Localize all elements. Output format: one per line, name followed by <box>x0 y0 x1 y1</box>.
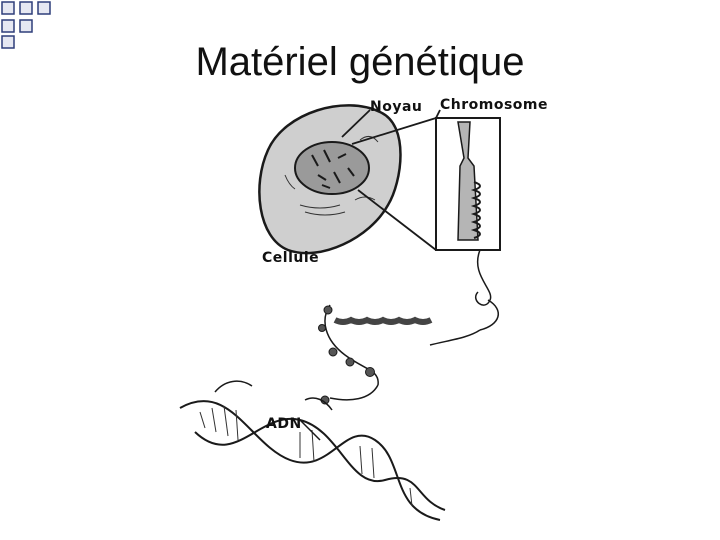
dna-helix <box>179 380 446 521</box>
label-dna: ADN <box>266 416 302 432</box>
nucleus <box>294 141 370 195</box>
label-chromosome: Chromosome <box>440 97 549 113</box>
deco-square <box>37 1 51 15</box>
deco-square <box>1 1 15 15</box>
solenoid <box>333 316 433 325</box>
zoom-lines <box>341 109 441 251</box>
deco-square <box>19 1 33 15</box>
deco-square <box>1 19 15 33</box>
adn-pointer <box>299 419 321 441</box>
chromosome-panel <box>435 117 501 251</box>
deco-square <box>1 35 15 49</box>
cytoplasm-organelles <box>284 136 379 216</box>
nucleosomes <box>318 305 375 405</box>
dna-base-pairs <box>199 405 413 507</box>
nucleus-chromatin <box>311 149 355 189</box>
corner-decoration <box>1 1 51 49</box>
chromatin-coil <box>470 181 481 239</box>
chromatin-fiber <box>324 249 499 401</box>
deco-square <box>19 19 33 33</box>
chromosome-shape <box>457 121 479 241</box>
slide-title: Matériel génétique <box>195 40 525 84</box>
cell-drawing <box>258 104 402 255</box>
label-cell: Cellule <box>262 250 320 266</box>
label-nucleus: Noyau <box>370 99 423 115</box>
